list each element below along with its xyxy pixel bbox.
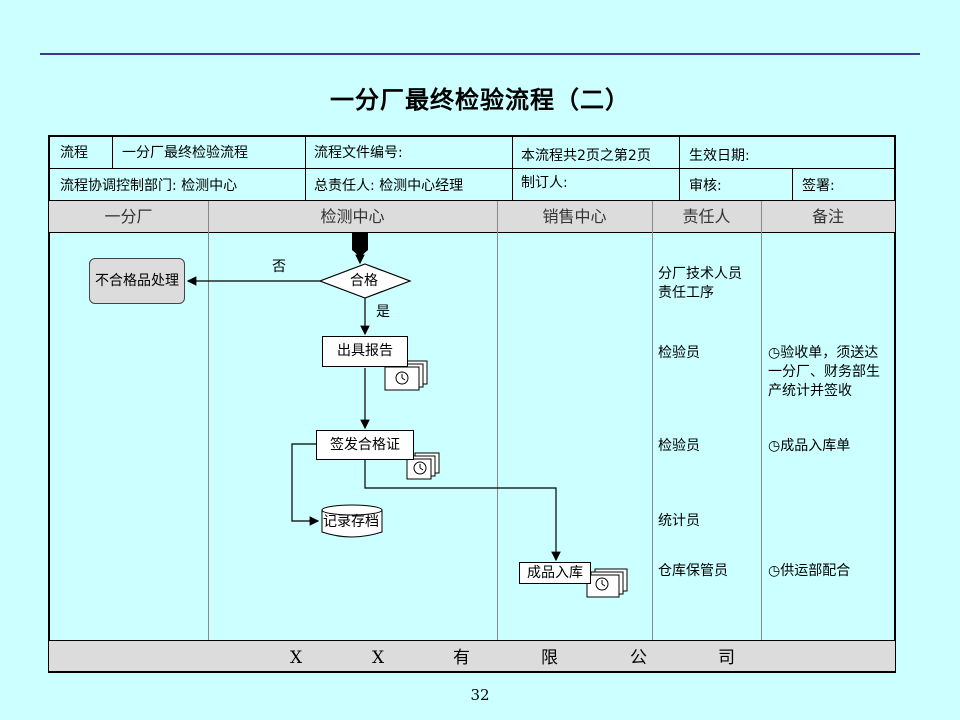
footer-char: 公 — [630, 648, 647, 668]
column-header-sales: 销售中心 — [542, 207, 607, 226]
column-header-inspection: 检测中心 — [320, 207, 385, 226]
column-header-band — [49, 201, 895, 232]
top-divider — [40, 53, 920, 55]
decision-label: 合格 — [350, 273, 378, 289]
remark-entry: ◷成品入库单 — [768, 438, 851, 454]
column-header-remarks: 备注 — [811, 207, 844, 226]
header-page-count: 本流程共2页之第2页 — [521, 148, 651, 164]
footer-char: 司 — [718, 648, 735, 668]
footer-char: 限 — [541, 648, 558, 668]
header-control-dept: 流程协调控制部门: 检测中心 — [60, 178, 238, 194]
branch-label-yes: 是 — [376, 304, 390, 320]
header-reviewer: 审核: — [689, 178, 722, 194]
responsible-entry: 检验员 — [658, 438, 700, 454]
footer-band — [49, 641, 895, 671]
reject-process-node: 不合格品处理 — [89, 258, 185, 304]
lane-divider — [497, 201, 498, 640]
clock-icon: ◷ — [768, 345, 781, 361]
document-stack-icon — [586, 568, 628, 598]
page-title: 一分厂最终检验流程（二） — [330, 86, 630, 114]
responsible-entry: 检验员 — [658, 345, 700, 361]
header-flow-name: 一分厂最终检验流程 — [122, 145, 248, 161]
responsible-entry: 统计员 — [658, 513, 700, 529]
header-flow-label: 流程 — [60, 145, 88, 161]
remark-entry: ◷供运部配合 — [768, 563, 851, 579]
header-divider — [49, 168, 895, 169]
clock-icon: ◷ — [768, 438, 781, 454]
warehouse-node: 成品入库 — [519, 562, 591, 584]
archive-label: 记录存档 — [323, 514, 379, 530]
responsible-entry: 分厂技术人员 责任工序 — [658, 266, 742, 301]
page-number: 32 — [470, 686, 490, 704]
lane-divider — [761, 201, 762, 640]
lane-divider — [652, 201, 653, 640]
footer-char: X — [290, 648, 303, 668]
certificate-node: 签发合格证 — [316, 430, 414, 460]
column-header-responsible: 责任人 — [682, 207, 731, 226]
header-author: 制订人: — [521, 175, 568, 191]
footer-char: 有 — [453, 648, 470, 668]
document-stack-icon — [406, 452, 440, 480]
header-signer: 签署: — [802, 178, 835, 194]
process-table — [48, 135, 896, 673]
document-stack-icon — [384, 360, 428, 391]
branch-label-no: 否 — [272, 259, 286, 275]
header-doc-number: 流程文件编号: — [314, 145, 403, 161]
header-owner: 总责任人: 检测中心经理 — [314, 178, 464, 194]
header-effective-date: 生效日期: — [689, 148, 750, 164]
start-marker — [352, 233, 368, 257]
archive-cylinder — [321, 504, 383, 538]
report-node: 出具报告 — [322, 336, 408, 367]
header-divider — [49, 200, 895, 201]
responsible-entry: 仓库保管员 — [658, 563, 728, 579]
lane-divider — [208, 201, 209, 640]
remark-entry: ◷验收单，须送达一分厂、财务部生产统计并签收 — [768, 345, 880, 399]
clock-icon: ◷ — [768, 563, 781, 579]
column-header-branch: 一分厂 — [104, 207, 153, 226]
footer-char: X — [372, 648, 385, 668]
